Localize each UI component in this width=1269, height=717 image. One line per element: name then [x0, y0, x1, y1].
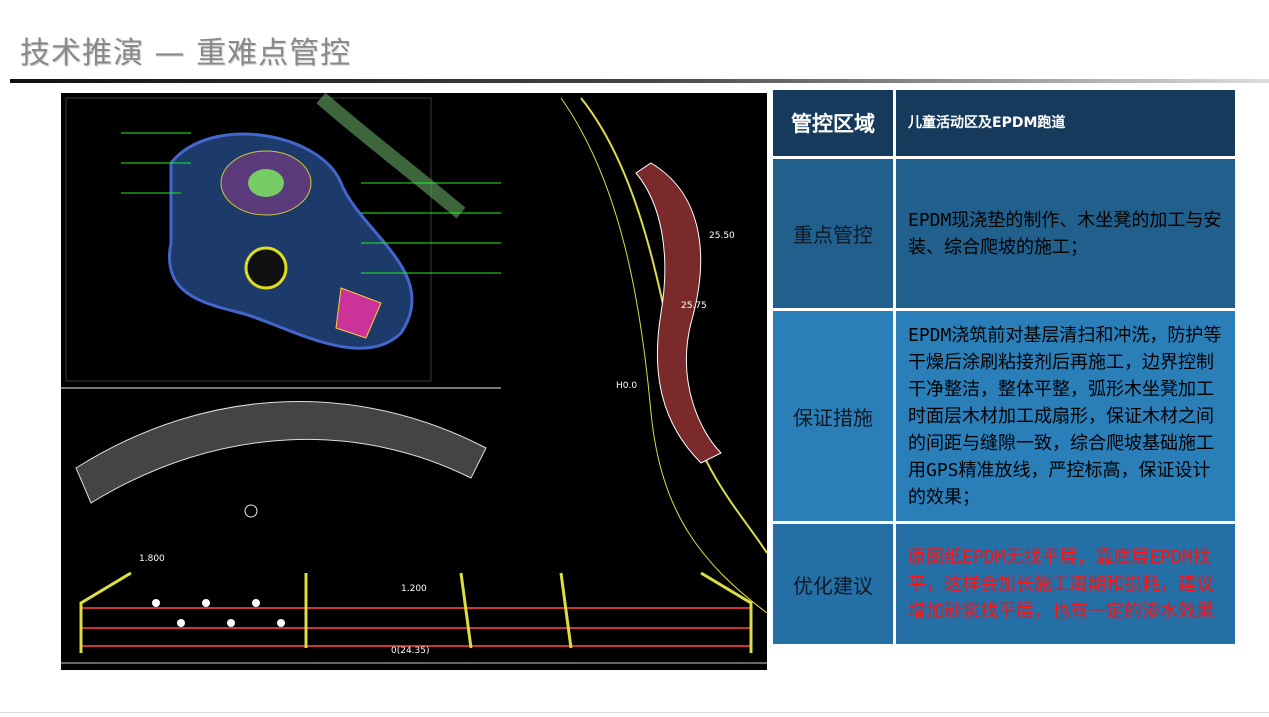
table-row-key-control: 重点管控 EPDM现浇垫的制作、木坐凳的加工与安装、综合爬坡的施工； [773, 159, 1235, 308]
row-content: 原图纸EPDM无找平层，靠底层EPDM找平，这样会加长施工周期和损耗，建议增加砂… [896, 524, 1235, 644]
cad-label-elevation: 0(24.35) [391, 646, 430, 656]
cad-label-1800: 1.800 [139, 554, 165, 564]
row-content: EPDM现浇垫的制作、木坐凳的加工与安装、综合爬坡的施工； [896, 159, 1235, 308]
row-content: 儿童活动区及EPDM跑道 [896, 90, 1235, 156]
table-row-suggestion: 优化建议 原图纸EPDM无找平层，靠底层EPDM找平，这样会加长施工周期和损耗，… [773, 524, 1235, 644]
cad-drawing: H0.0 25.75 25.50 1.800 1.200 0(24.35) [61, 92, 768, 664]
slide-title: 技术推演 — 重难点管控 [20, 36, 352, 71]
cad-drawing-image: H0.0 25.75 25.50 1.800 1.200 0(24.35) [61, 92, 768, 670]
row-label: 优化建议 [773, 524, 893, 644]
row-label: 保证措施 [773, 311, 893, 521]
footer-line [0, 712, 1269, 713]
table-row-measures: 保证措施 EPDM浇筑前对基层清扫和冲洗，防护等干燥后涂刷粘接剂后再施工，边界控… [773, 311, 1235, 521]
cad-label-1200: 1.200 [401, 584, 427, 594]
title-divider [10, 79, 1269, 83]
cad-label-2550: 25.50 [709, 231, 735, 241]
table-row-area: 管控区域 儿童活动区及EPDM跑道 [773, 90, 1235, 156]
row-label: 管控区域 [773, 90, 893, 156]
control-table: 管控区域 儿童活动区及EPDM跑道 重点管控 EPDM现浇垫的制作、木坐凳的加工… [770, 87, 1238, 647]
row-content: EPDM浇筑前对基层清扫和冲洗，防护等干燥后涂刷粘接剂后再施工，边界控制干净整洁… [896, 311, 1235, 521]
row-label: 重点管控 [773, 159, 893, 308]
cad-label-h: H0.0 [616, 381, 637, 391]
cad-label-2575: 25.75 [681, 301, 707, 311]
